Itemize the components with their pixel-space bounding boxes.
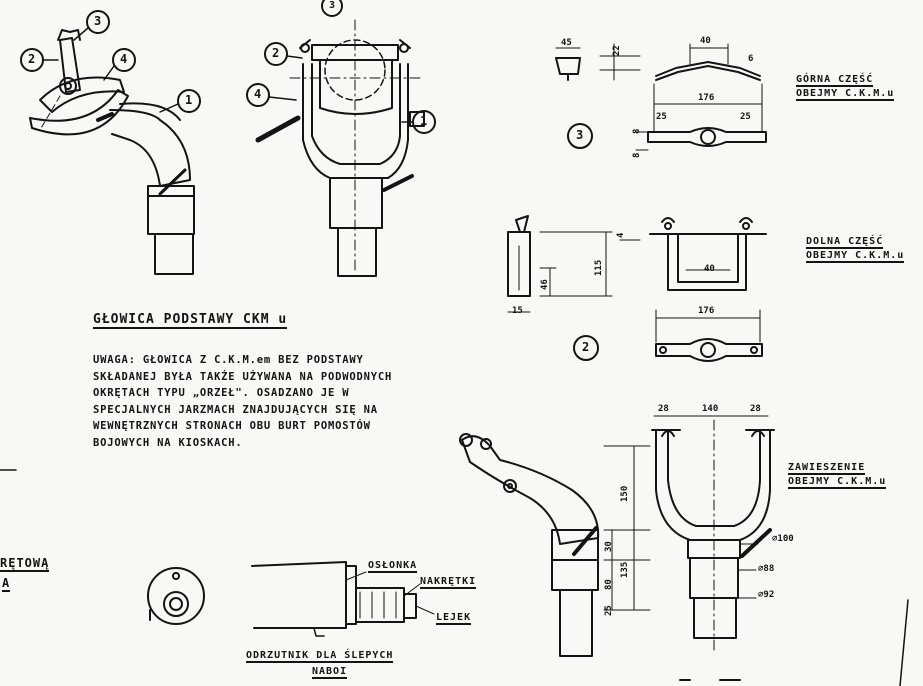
upper-clamp-drawing	[555, 43, 767, 151]
lower-clamp-drawing	[507, 215, 767, 362]
callout-3-front: 3	[329, 0, 337, 11]
suspension-drawing	[459, 415, 775, 657]
susp-dim-150: 150	[620, 485, 630, 502]
side-view-head	[29, 29, 195, 275]
upper-dim-45: 45	[561, 38, 572, 48]
booster-caption-1: ODRZUTNIK DLA ŚLEPYCH	[246, 650, 394, 663]
callouts-left	[20, 0, 436, 134]
susp-dim-140: 140	[702, 404, 719, 414]
upper-dim-8a: 8	[632, 128, 642, 134]
upper-dim-25b: 25	[740, 112, 751, 122]
upper-clamp-title-2: OBEJMY C.K.M.u	[796, 88, 895, 101]
cut-label-2: A	[2, 576, 11, 592]
booster-caption-2: NABOI	[312, 666, 348, 679]
label-funnel: LEJEK	[436, 612, 472, 625]
suspension-title-1: ZAWIESZENIE	[788, 462, 866, 475]
front-view-head	[255, 19, 425, 277]
lower-dim-115: 115	[594, 259, 604, 276]
drawing-title: GŁOWICA PODSTAWY CKM u	[93, 312, 288, 329]
upper-dim-25a: 25	[656, 112, 667, 122]
suspension-title-2: OBEJMY C.K.M.u	[788, 476, 887, 489]
upper-dim-22: 22	[612, 45, 622, 56]
susp-dim-25: 25	[604, 605, 614, 616]
susp-dim-d88: ⌀88	[758, 564, 775, 574]
upper-dim-40: 40	[700, 36, 711, 46]
callout-2-left: 2	[28, 52, 37, 66]
upper-clamp-title-1: GÓRNA CZĘŚĆ	[796, 74, 874, 87]
booster-drawing	[147, 561, 435, 637]
callout-4-front: 4	[254, 87, 263, 101]
lower-clamp-title-2: OBEJMY C.K.M.u	[806, 250, 905, 263]
lower-clamp-title-1: DOLNA CZĘŚĆ	[806, 236, 884, 249]
upper-dim-6: 6	[748, 54, 754, 64]
lower-clamp-ref: 2	[582, 340, 591, 354]
susp-dim-135: 135	[620, 561, 630, 578]
susp-dim-30: 30	[604, 541, 614, 552]
upper-dim-176: 176	[698, 93, 715, 103]
upper-dim-8b: 8	[632, 152, 642, 158]
note-text: UWAGA: GŁOWICA Z C.K.M.em BEZ PODSTAWY S…	[93, 354, 393, 449]
lower-dim-40: 40	[704, 264, 715, 274]
cut-label-1: RĘTOWĄ	[0, 556, 50, 572]
lower-dim-15: 15	[512, 306, 523, 316]
lower-dim-176: 176	[698, 306, 715, 316]
callout-4-left: 4	[120, 52, 129, 66]
susp-dim-d92: ⌀92	[758, 590, 775, 600]
callout-2-front: 2	[272, 46, 281, 60]
callout-1-left: 1	[185, 93, 194, 107]
label-cover: OSŁONKA	[368, 560, 418, 573]
callout-3-left: 3	[94, 14, 103, 28]
susp-dim-d100: ⌀100	[772, 534, 794, 544]
susp-dim-80: 80	[604, 579, 614, 590]
susp-dim-28a: 28	[658, 404, 669, 414]
callout-1-front: 1	[420, 114, 429, 128]
upper-clamp-ref: 3	[576, 128, 585, 142]
susp-dim-28b: 28	[750, 404, 761, 414]
lower-dim-46: 46	[540, 279, 550, 290]
label-nuts: NAKRĘTKI	[420, 576, 477, 589]
lower-dim-4: 4	[616, 232, 626, 238]
